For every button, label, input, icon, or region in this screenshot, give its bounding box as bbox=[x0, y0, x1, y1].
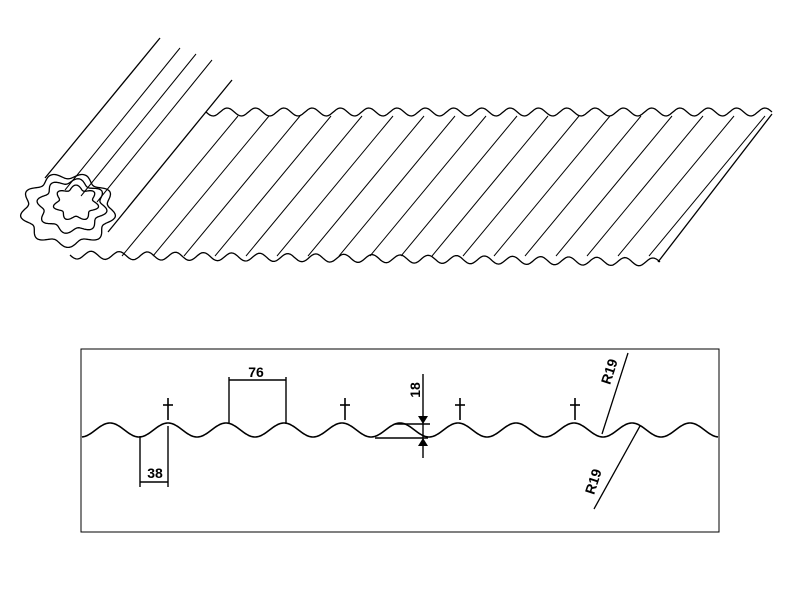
hatch-line bbox=[586, 115, 704, 257]
sheet-top-edge bbox=[205, 107, 773, 117]
hatch-line bbox=[338, 115, 456, 257]
radius-bottom-label: R19 bbox=[582, 467, 605, 497]
roll-hatch-line bbox=[96, 59, 213, 203]
roll-end-outer-spiral bbox=[19, 173, 117, 249]
profile-wave bbox=[81, 422, 719, 438]
roll-hatch-line bbox=[64, 47, 181, 191]
pitch-dimension bbox=[228, 377, 287, 424]
hatch-line bbox=[276, 115, 394, 257]
sheet-right-edge bbox=[657, 113, 773, 263]
hatch-line bbox=[617, 115, 735, 257]
hatch-line bbox=[431, 115, 549, 257]
hatch-line bbox=[183, 115, 301, 257]
profile-frame bbox=[80, 348, 720, 533]
hatch-line bbox=[648, 115, 766, 257]
half-pitch-dimension bbox=[139, 426, 169, 487]
depth-dimension bbox=[375, 374, 430, 458]
hatch-line bbox=[214, 115, 332, 257]
radius-top-label: R19 bbox=[598, 357, 621, 387]
hatch-line bbox=[307, 115, 425, 257]
roll-top-line bbox=[44, 37, 161, 179]
roll-end-inner-spiral bbox=[52, 184, 100, 221]
hatch-line bbox=[152, 115, 270, 257]
sheet-bottom-edge bbox=[69, 250, 661, 267]
pitch-dimension-label: 76 bbox=[248, 364, 264, 380]
hatch-line bbox=[555, 115, 673, 257]
depth-dimension-label: 18 bbox=[407, 382, 423, 398]
corrugation-hatch-lines bbox=[121, 115, 766, 257]
hatch-line bbox=[121, 115, 239, 257]
roll-end-middle-spiral bbox=[36, 178, 108, 234]
roll-hatch-lines bbox=[64, 47, 213, 203]
half-pitch-dimension-label: 38 bbox=[147, 465, 163, 481]
radius-top-leader bbox=[601, 352, 629, 435]
profile-section: 76 38 18 R19 R19 bbox=[80, 348, 720, 533]
corrugated-sheet-roll-illustration bbox=[19, 37, 773, 267]
radius-bottom-leader bbox=[593, 425, 641, 510]
hatch-line bbox=[462, 115, 580, 257]
fastener-marks bbox=[163, 398, 580, 420]
roll-right-line bbox=[107, 79, 233, 233]
hatch-line bbox=[524, 115, 642, 257]
hatch-line bbox=[493, 115, 611, 257]
hatch-line bbox=[245, 115, 363, 257]
hatch-line bbox=[400, 115, 518, 257]
roll-hatch-line bbox=[80, 53, 197, 197]
hatch-line bbox=[369, 115, 487, 257]
